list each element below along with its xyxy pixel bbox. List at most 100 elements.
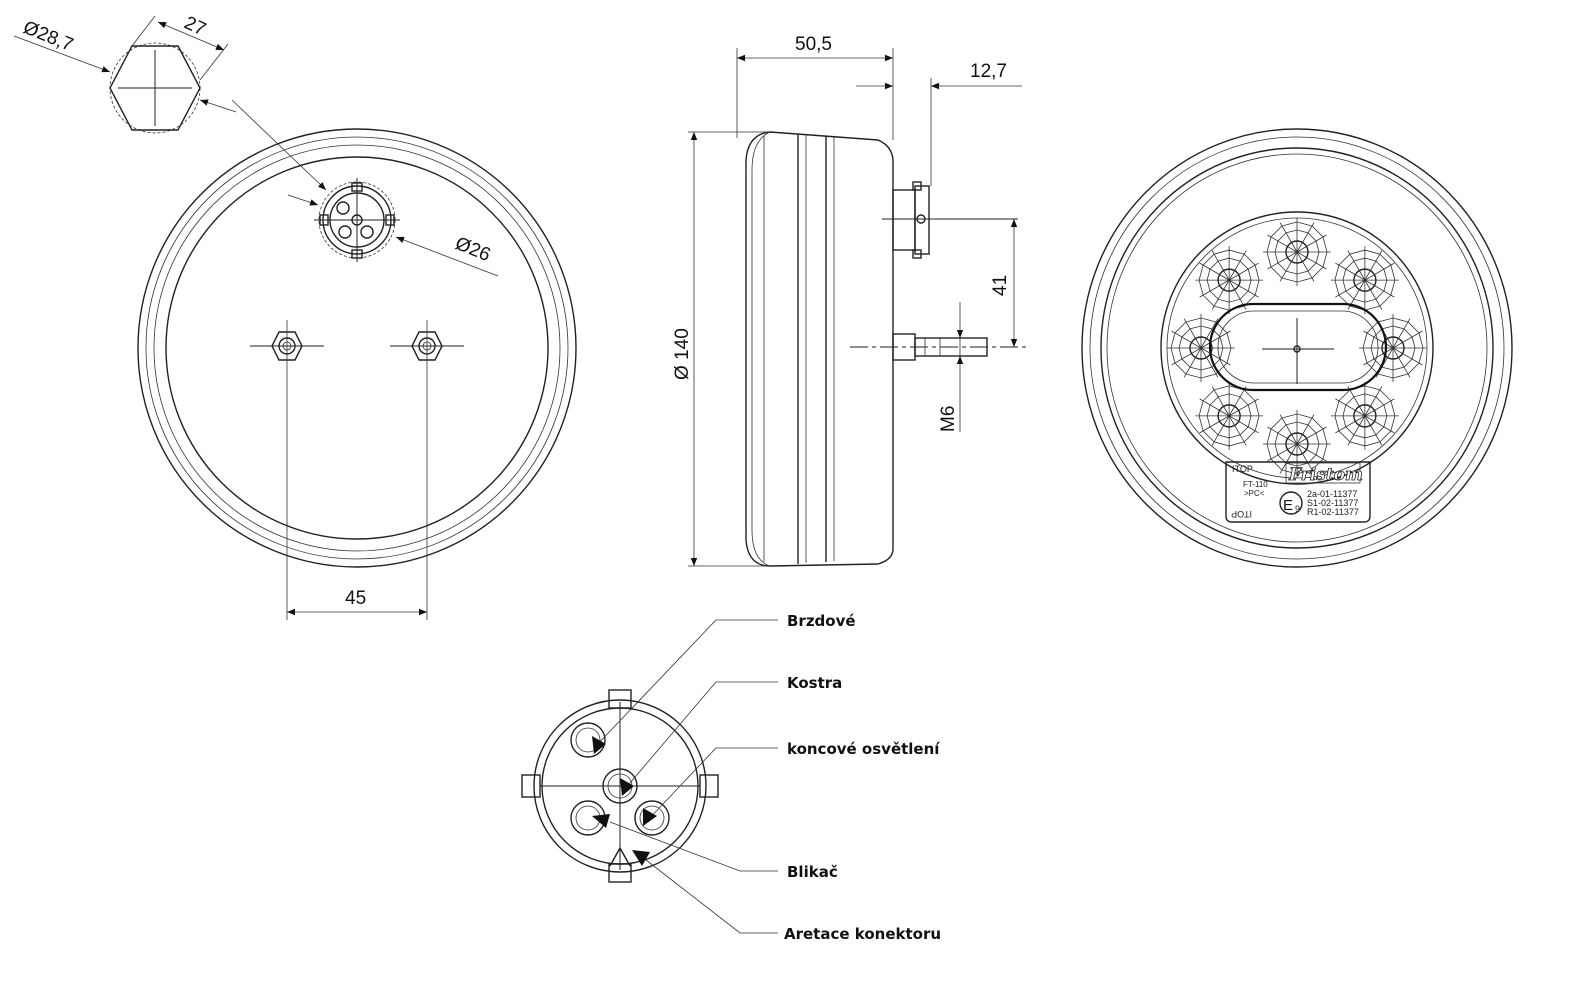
hex-nut-detail: 27 Ø28,7 bbox=[13, 12, 237, 134]
connector-offset-label: 41 bbox=[990, 275, 1011, 296]
pin-right bbox=[634, 800, 670, 836]
lens-facet-line bbox=[1228, 415, 1247, 446]
lens-facet-line bbox=[1296, 251, 1315, 282]
lens-facet-line bbox=[1200, 318, 1219, 349]
pin-label-kostra: Kostra bbox=[787, 674, 842, 692]
lens-facet-line bbox=[1364, 262, 1395, 281]
led-spot bbox=[1189, 336, 1213, 360]
lens-facet-line bbox=[1211, 250, 1230, 281]
pin-label-blikac: Blikač bbox=[787, 863, 838, 881]
lens-facet-line bbox=[1211, 279, 1230, 310]
lens-facet-line bbox=[1347, 250, 1366, 281]
led-spot bbox=[1285, 432, 1309, 456]
pin-label-brzdove: Brzdové bbox=[787, 612, 856, 630]
lens-facet-line bbox=[1363, 347, 1394, 366]
lens-facet-line bbox=[1392, 330, 1423, 349]
lens-facet-line bbox=[1296, 222, 1315, 253]
lens-facet-line bbox=[1347, 415, 1366, 446]
lens-facet-ring bbox=[1342, 393, 1388, 439]
lens-facet-line bbox=[1211, 415, 1230, 446]
lens-facet-line bbox=[1211, 386, 1230, 417]
lens-facet-line bbox=[1267, 443, 1298, 462]
lens-facet-line bbox=[1267, 426, 1298, 445]
lens-facet-line bbox=[1183, 347, 1202, 378]
lens-facet-ring bbox=[1370, 325, 1416, 371]
lens-facet-line bbox=[1335, 279, 1366, 298]
lens-facet-line bbox=[1228, 250, 1247, 281]
hex-across-flats-label: 27 bbox=[181, 12, 209, 40]
bolt-spacing-label: 45 bbox=[345, 588, 366, 609]
lens-facet-line bbox=[1364, 415, 1395, 434]
lens-facet-line bbox=[1171, 330, 1202, 349]
lens-facet-line bbox=[1279, 251, 1298, 282]
pin-top-left bbox=[570, 722, 606, 758]
hex-diameter-label: Ø28,7 bbox=[20, 17, 76, 56]
lens-facet-line bbox=[1228, 262, 1259, 281]
bolt-right bbox=[390, 320, 464, 620]
lens-facet-ring bbox=[1178, 325, 1224, 371]
bolt-left bbox=[250, 320, 324, 620]
lens-facet-line bbox=[1228, 279, 1259, 298]
lens-facet-line bbox=[1296, 414, 1315, 445]
lens-facet-line bbox=[1335, 415, 1366, 434]
lens-facet-line bbox=[1279, 414, 1298, 445]
lens-facet-line bbox=[1296, 443, 1327, 462]
rear-view: Ø26 45 bbox=[137, 99, 577, 620]
lens-facet-line bbox=[1171, 347, 1202, 366]
lens-facet-line bbox=[1347, 386, 1366, 417]
lens-facet-line bbox=[1392, 318, 1411, 349]
lens-facet-line bbox=[1279, 222, 1298, 253]
lens-facet-line bbox=[1392, 347, 1411, 378]
rear-connector bbox=[314, 178, 400, 262]
front-view: ITOP ITOP Fristom FT-110 >PC< E 9 2a-01-… bbox=[1081, 128, 1513, 568]
lens-facet-ring bbox=[1342, 257, 1388, 303]
connector-pinout: Brzdové Kostra koncové osvětlení Blikač … bbox=[521, 612, 941, 943]
lens-facet-line bbox=[1267, 251, 1298, 270]
label-approval-2: S1-02-11377 bbox=[1307, 498, 1358, 508]
lens-facet-line bbox=[1199, 415, 1230, 434]
led-spot bbox=[1381, 336, 1405, 360]
lens-facet-line bbox=[1228, 415, 1259, 434]
label-approval-3: R1-02-11377 bbox=[1307, 507, 1359, 517]
lens-facet-line bbox=[1200, 347, 1231, 366]
lens-facet-line bbox=[1364, 415, 1383, 446]
lens-facet-line bbox=[1364, 386, 1383, 417]
lens-pattern bbox=[1167, 218, 1427, 478]
lens-facet-line bbox=[1183, 318, 1202, 349]
label-top-left-inverted: ITOP bbox=[1231, 509, 1252, 519]
lens-facet-line bbox=[1228, 398, 1259, 417]
side-view: 50,5 12,7 Ø 140 41 M6 bbox=[672, 34, 1028, 567]
thread-label: M6 bbox=[938, 406, 959, 432]
lens-facet-ring bbox=[1334, 385, 1396, 447]
label-material: >PC< bbox=[1244, 489, 1265, 498]
led-spot bbox=[1217, 268, 1241, 292]
lens-facet-line bbox=[1363, 330, 1394, 349]
label-brand: Fristom bbox=[1288, 465, 1363, 485]
lens-facet-line bbox=[1364, 279, 1395, 298]
lens-facet-line bbox=[1296, 426, 1327, 445]
pin-label-aretace: Aretace konektoru bbox=[784, 925, 941, 943]
connector-length-label: 12,7 bbox=[970, 61, 1007, 82]
led-spot bbox=[1285, 240, 1309, 264]
lens-facet-line bbox=[1364, 279, 1383, 310]
lens-facet-ring bbox=[1266, 221, 1328, 283]
lens-facet-line bbox=[1200, 347, 1219, 378]
lens-facet-ring bbox=[1170, 317, 1232, 379]
lens-facet-ring bbox=[1206, 257, 1252, 303]
lens-facet-line bbox=[1200, 330, 1231, 349]
led-spot bbox=[1353, 404, 1377, 428]
lens-facet-line bbox=[1228, 386, 1247, 417]
lens-facet-line bbox=[1364, 250, 1383, 281]
lens-facet-line bbox=[1364, 398, 1395, 417]
lens-facet-line bbox=[1199, 279, 1230, 298]
lens-facet-ring bbox=[1274, 229, 1320, 275]
lens-facet-line bbox=[1199, 398, 1230, 417]
label-emark-num: 9 bbox=[1295, 504, 1300, 514]
lens-facet-ring bbox=[1362, 317, 1424, 379]
led-spot bbox=[1353, 268, 1377, 292]
label-top-left: ITOP bbox=[1232, 464, 1253, 474]
lens-facet-line bbox=[1279, 443, 1298, 474]
lens-facet-ring bbox=[1334, 249, 1396, 311]
lens-facet-ring bbox=[1266, 413, 1328, 475]
